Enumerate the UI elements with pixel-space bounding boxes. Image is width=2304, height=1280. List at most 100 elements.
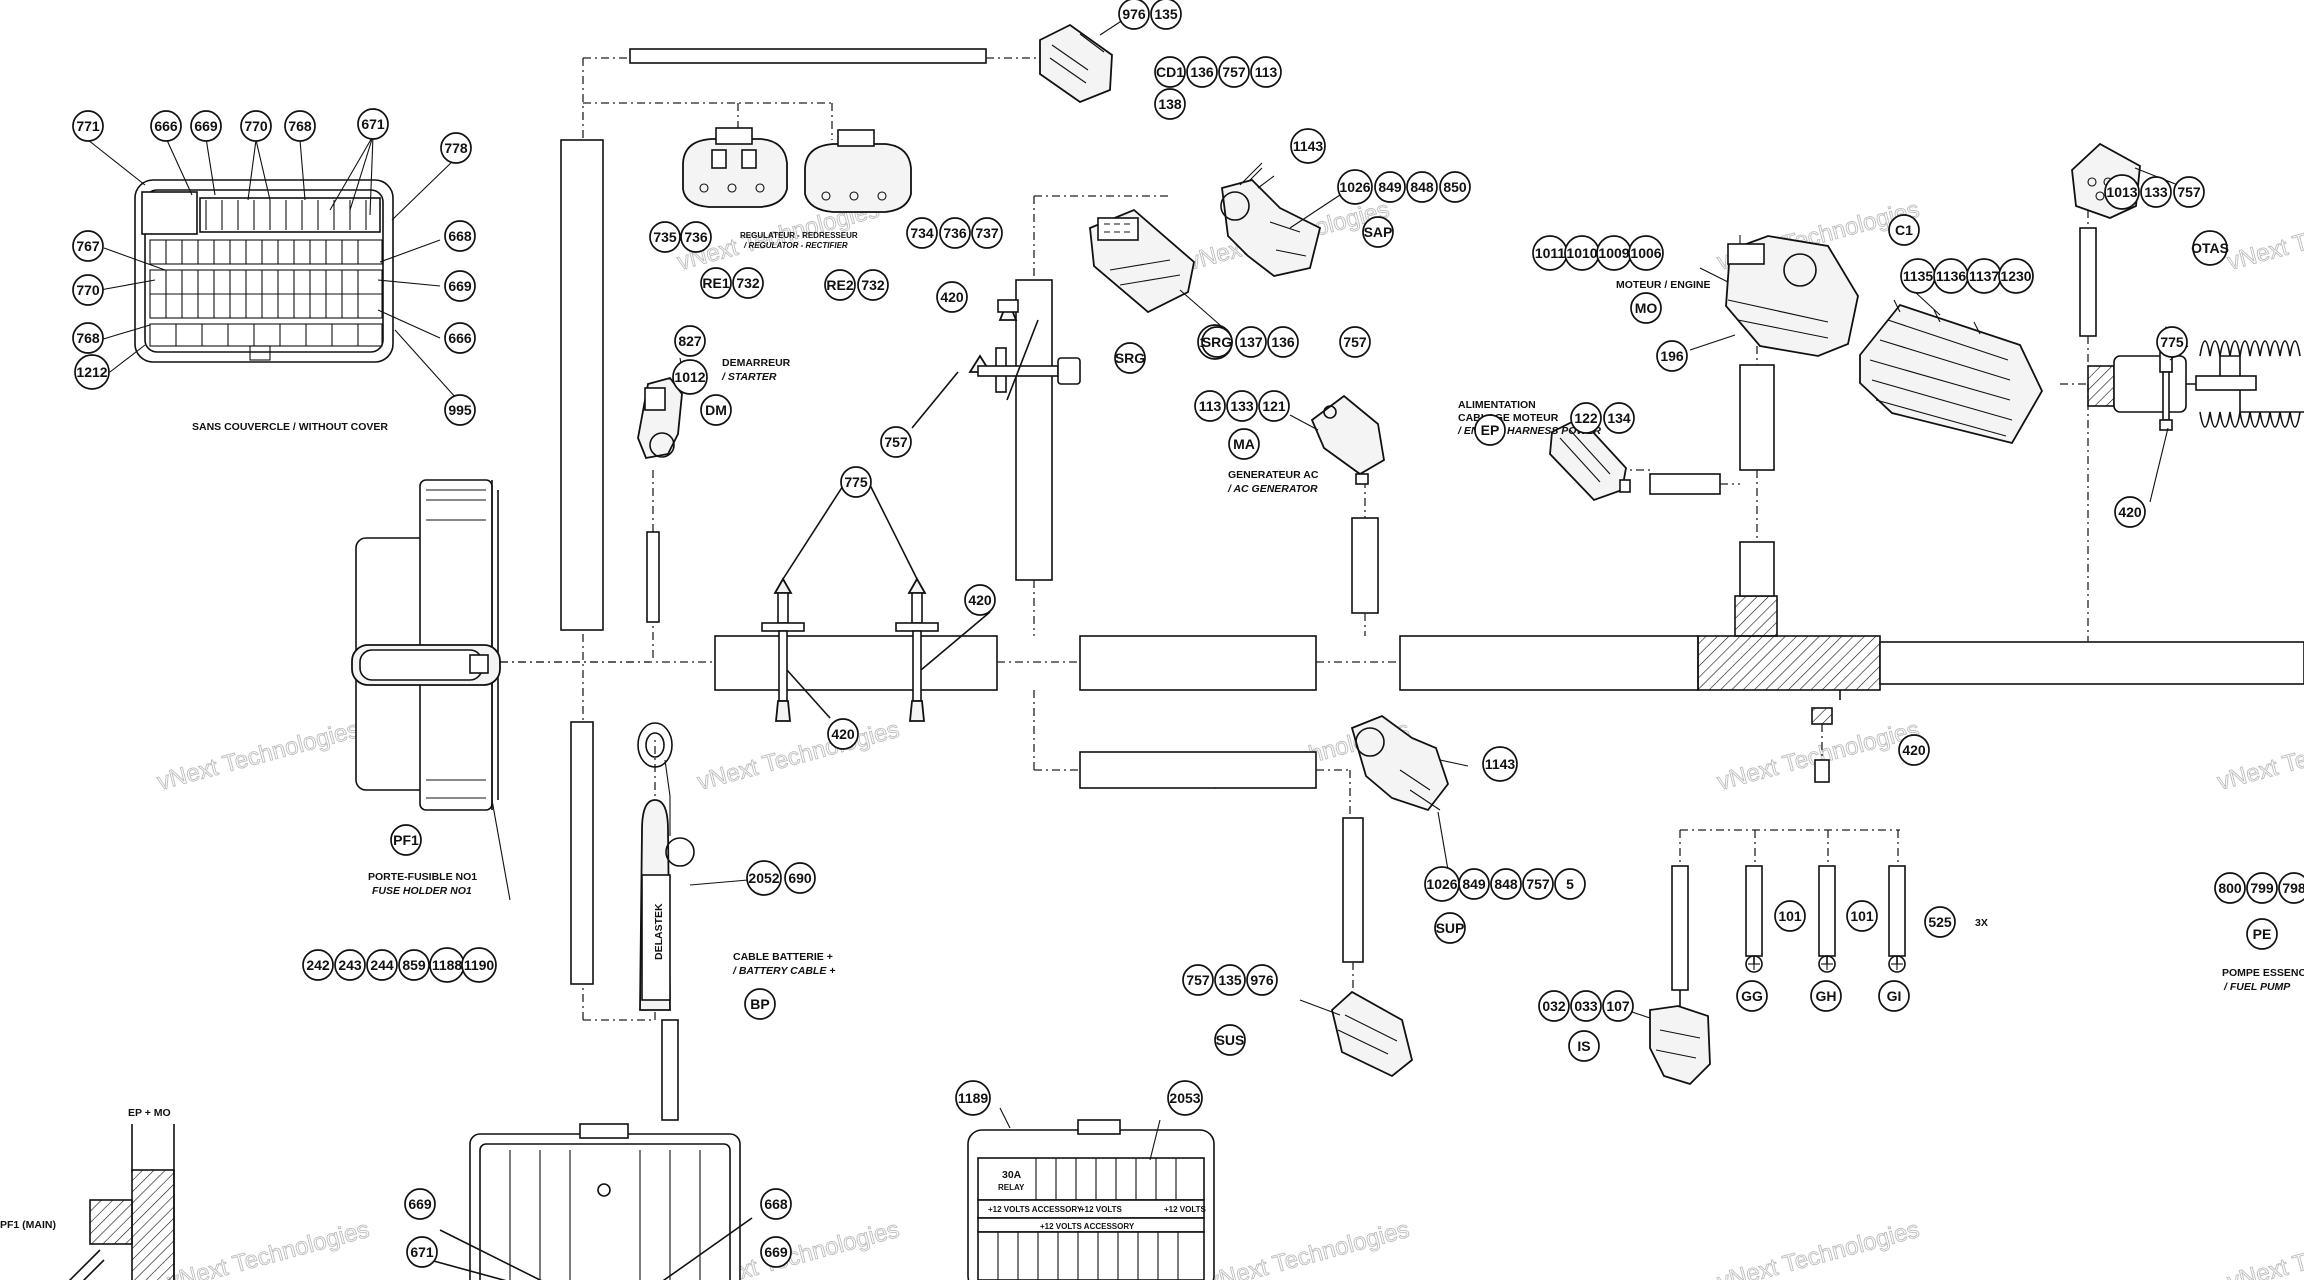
callout-circle [672,359,708,395]
callout-circle [1568,1030,1600,1062]
callout-bubble: 107 [1602,990,1634,1022]
times-3-label: 3X [1975,917,1988,929]
callout-circle [461,947,497,983]
callout-bubble: 757 [1522,868,1554,900]
callout-number: 775 [2160,334,2184,350]
callout-circle [1846,900,1878,932]
callout-number: 133 [1230,398,1254,414]
callout-bubble: 5 [1554,868,1586,900]
fuse-holder-fr: PORTE-FUSIBLE NO1 [368,871,477,883]
callout-bubble: 671 [406,1236,438,1268]
terminal-studs [761,299,1081,722]
callout-bubble: 669 [760,1236,792,1268]
callout-bubble: 196 [1656,340,1688,372]
callout-number: 849 [1462,876,1486,892]
callout-circle [1362,216,1394,248]
callout-bubble: 800 [2214,872,2246,904]
callout-number: 859 [402,957,426,973]
callout-circle [1214,964,1246,996]
callout-number: 137 [1239,334,1263,350]
callout-bubble: GI [1878,980,1910,1012]
callout-circle [240,110,272,142]
callout-number: CD1 [1156,64,1184,80]
callout-number: 133 [2144,184,2168,200]
callout-number: 1011 [1535,245,1566,261]
harness-junction [1734,595,1778,637]
callout-circle [1924,906,1956,938]
sus-connector [1299,990,1414,1078]
callout-number: PF1 [393,832,419,848]
callout-number: 976 [1122,6,1146,22]
callout-circle [444,220,476,252]
callout-number: 666 [154,118,178,134]
callout-bubble: 101 [1846,900,1878,932]
callout-circle [732,267,764,299]
callout-bubble: 1143 [1290,128,1326,164]
callout-circle [1554,868,1586,900]
callout-circle [1258,390,1290,422]
callout-number: 799 [2250,880,2274,896]
callout-bubble: 757 [1182,964,1214,996]
callout-number: 1230 [2000,268,2031,284]
callout-number: 669 [764,1244,788,1260]
callout-bubble: 1190 [461,947,497,983]
callout-circle [1267,326,1299,358]
callout-bubble: 1026 [1337,169,1373,205]
callout-circle [1774,900,1806,932]
callout-circle [906,217,938,249]
callout-number: SAP [1364,224,1393,240]
callout-number: RE2 [826,277,853,293]
callout-circle [1736,980,1768,1012]
callout-bubble: 666 [444,322,476,354]
callout-number: 671 [410,1244,434,1260]
callout-circle [955,1080,991,1116]
callout-bubble: OTAS [2191,230,2229,266]
callout-bubble: 243 [334,949,366,981]
callout-bubble: PF1 [390,824,422,856]
callout-circle [674,325,706,357]
callout-bubble: 827 [674,325,706,357]
callout-circle [1194,390,1226,422]
harness-branch [1739,541,1775,597]
relay-30a: 30A [1002,1169,1022,1181]
relay-word: RELAY [998,1183,1025,1192]
callout-number: 771 [76,118,100,134]
callout-bubble: 1135 [1900,258,1936,294]
callout-circle [74,354,110,390]
callout-number: 244 [370,957,394,973]
callout-bubble: 135 [1150,0,1182,30]
callout-number: 032 [1542,998,1566,1014]
callout-number: 732 [861,277,885,293]
callout-number: 734 [910,225,934,241]
battery-en: / BATTERY CABLE + [732,965,835,977]
callout-number: 757 [1222,64,1246,80]
callout-circle [649,221,681,253]
callout-circle [700,267,732,299]
callout-bubble: 101 [1774,900,1806,932]
callout-number: 770 [244,118,268,134]
callout-bubble: SUP [1434,912,1466,944]
callout-number: SRG [1202,334,1232,350]
callout-bubble: 767 [72,230,104,262]
callout-bubble: 420 [2114,496,2146,528]
callout-bubble: 771 [72,110,104,142]
callout-circle [1118,0,1150,30]
callout-bubble: 859 [398,949,430,981]
callout-bubble: 775 [840,466,872,498]
harness-segment [1879,641,2304,685]
sap-connector [1220,162,1341,277]
callout-bubble: 770 [240,110,272,142]
engine-label: MOTEUR / ENGINE [1616,279,1711,291]
callout-circle [784,862,816,894]
callout-circle [1201,326,1233,358]
callout-bubble: 121 [1258,390,1290,422]
callout-bubble: EP [1474,414,1506,446]
callout-bubble: 737 [971,217,1003,249]
callout-circle [1235,326,1267,358]
callout-bubble: SRG [1114,342,1146,374]
callout-bubble: 1136 [1933,258,1969,294]
callout-number: 122 [1574,410,1598,426]
callout-bubble: 134 [1603,402,1635,434]
callout-bubble: 757 [1218,56,1250,88]
